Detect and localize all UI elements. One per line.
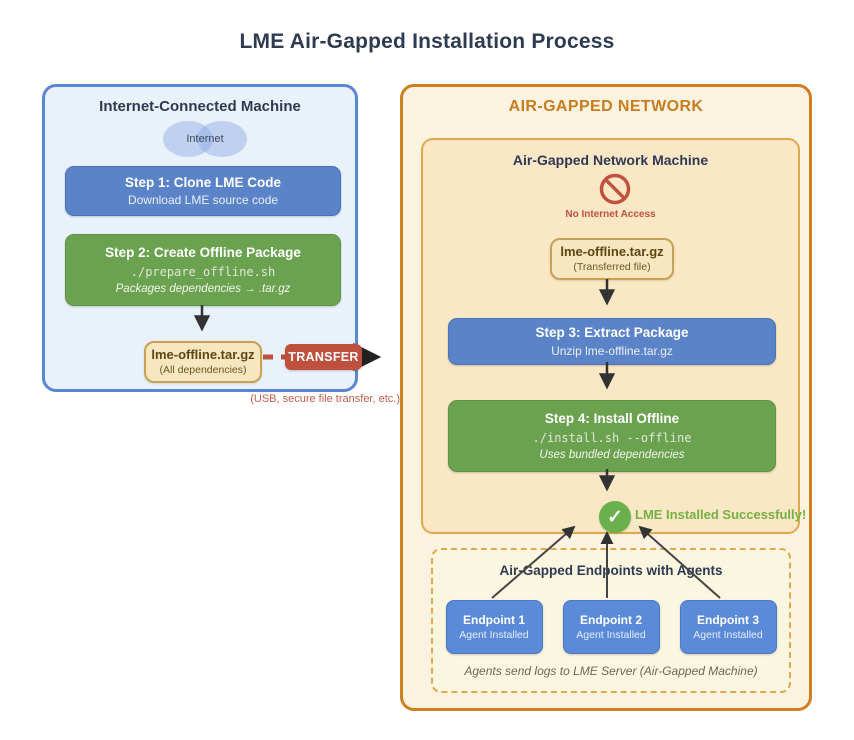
page-title: LME Air-Gapped Installation Process: [239, 30, 615, 53]
endpoint-subtitle: Agent Installed: [459, 629, 529, 642]
offline-package-box-transferred: lme-offline.tar.gz (Transferred file): [550, 238, 674, 280]
airgapped-machine-panel: Air-Gapped Network Machine No Internet A…: [421, 138, 806, 534]
package-title: lme-offline.tar.gz: [151, 346, 255, 362]
endpoint-title: Endpoint 2: [580, 613, 642, 628]
step2-code: ./prepare_offline.sh: [130, 264, 276, 279]
step2-title: Step 2: Create Offline Package: [105, 245, 301, 261]
endpoint-subtitle: Agent Installed: [693, 629, 763, 642]
cloud-label: Internet: [186, 133, 224, 145]
success-check-icon: ✓: [599, 501, 631, 533]
endpoint-box-1: Endpoint 1 Agent Installed: [445, 600, 543, 654]
step4-note: Uses bundled dependencies: [539, 448, 685, 461]
package-subtitle: (All dependencies): [159, 363, 247, 376]
step4-title: Step 4: Install Offline: [544, 411, 680, 427]
offline-package-box-source: lme-offline.tar.gz (All dependencies): [144, 341, 262, 383]
airgapped-network-panel: AIR-GAPPED NETWORK Air-Gapped Network Ma…: [400, 84, 812, 711]
internet-machine-title: Internet-Connected Machine: [99, 98, 301, 115]
transfer-badge: TRANSFER: [285, 344, 362, 370]
package-subtitle: (Transferred file): [573, 260, 651, 273]
airgapped-machine-title: Air-Gapped Network Machine: [512, 152, 709, 168]
package-title: lme-offline.tar.gz: [560, 243, 664, 259]
step1-subtitle: Download LME source code: [127, 193, 279, 208]
no-internet-label: No Internet Access: [565, 209, 656, 220]
step1-box: Step 1: Clone LME Code Download LME sour…: [65, 166, 341, 216]
internet-cloud-icon: Internet: [163, 119, 247, 159]
step3-box: Step 3: Extract Package Unzip lme-offlin…: [448, 318, 776, 365]
step1-title: Step 1: Clone LME Code: [124, 174, 281, 190]
airgapped-network-title: AIR-GAPPED NETWORK: [508, 98, 704, 115]
endpoints-panel: Air-Gapped Endpoints with Agents Endpoin…: [431, 548, 791, 693]
endpoint-subtitle: Agent Installed: [576, 629, 646, 642]
endpoint-title: Endpoint 3: [697, 613, 759, 628]
endpoint-title: Endpoint 1: [463, 613, 525, 628]
success-label: LME Installed Successfully!: [635, 507, 807, 522]
internet-machine-panel: Internet-Connected Machine Internet Step…: [42, 84, 358, 392]
step2-note: Packages dependencies → .tar.gz: [115, 282, 291, 295]
endpoint-box-3: Endpoint 3 Agent Installed: [679, 600, 777, 654]
no-internet-icon: [599, 173, 631, 205]
step3-title: Step 3: Extract Package: [535, 325, 689, 341]
cloud-blob-right: [197, 121, 247, 157]
endpoints-title: Air-Gapped Endpoints with Agents: [499, 563, 723, 578]
endpoint-box-2: Endpoint 2 Agent Installed: [562, 600, 660, 654]
endpoints-note: Agents send logs to LME Server (Air-Gapp…: [464, 664, 758, 678]
transfer-note: (USB, secure file transfer, etc.): [250, 393, 400, 405]
endpoint-row: Endpoint 1 Agent Installed Endpoint 2 Ag…: [433, 600, 789, 654]
step4-code: ./install.sh --offline: [532, 430, 692, 445]
cloud-blob-left: [163, 121, 213, 157]
step4-box: Step 4: Install Offline ./install.sh --o…: [448, 400, 776, 472]
step2-box: Step 2: Create Offline Package ./prepare…: [65, 234, 341, 306]
step3-subtitle: Unzip lme-offline.tar.gz: [551, 343, 673, 358]
